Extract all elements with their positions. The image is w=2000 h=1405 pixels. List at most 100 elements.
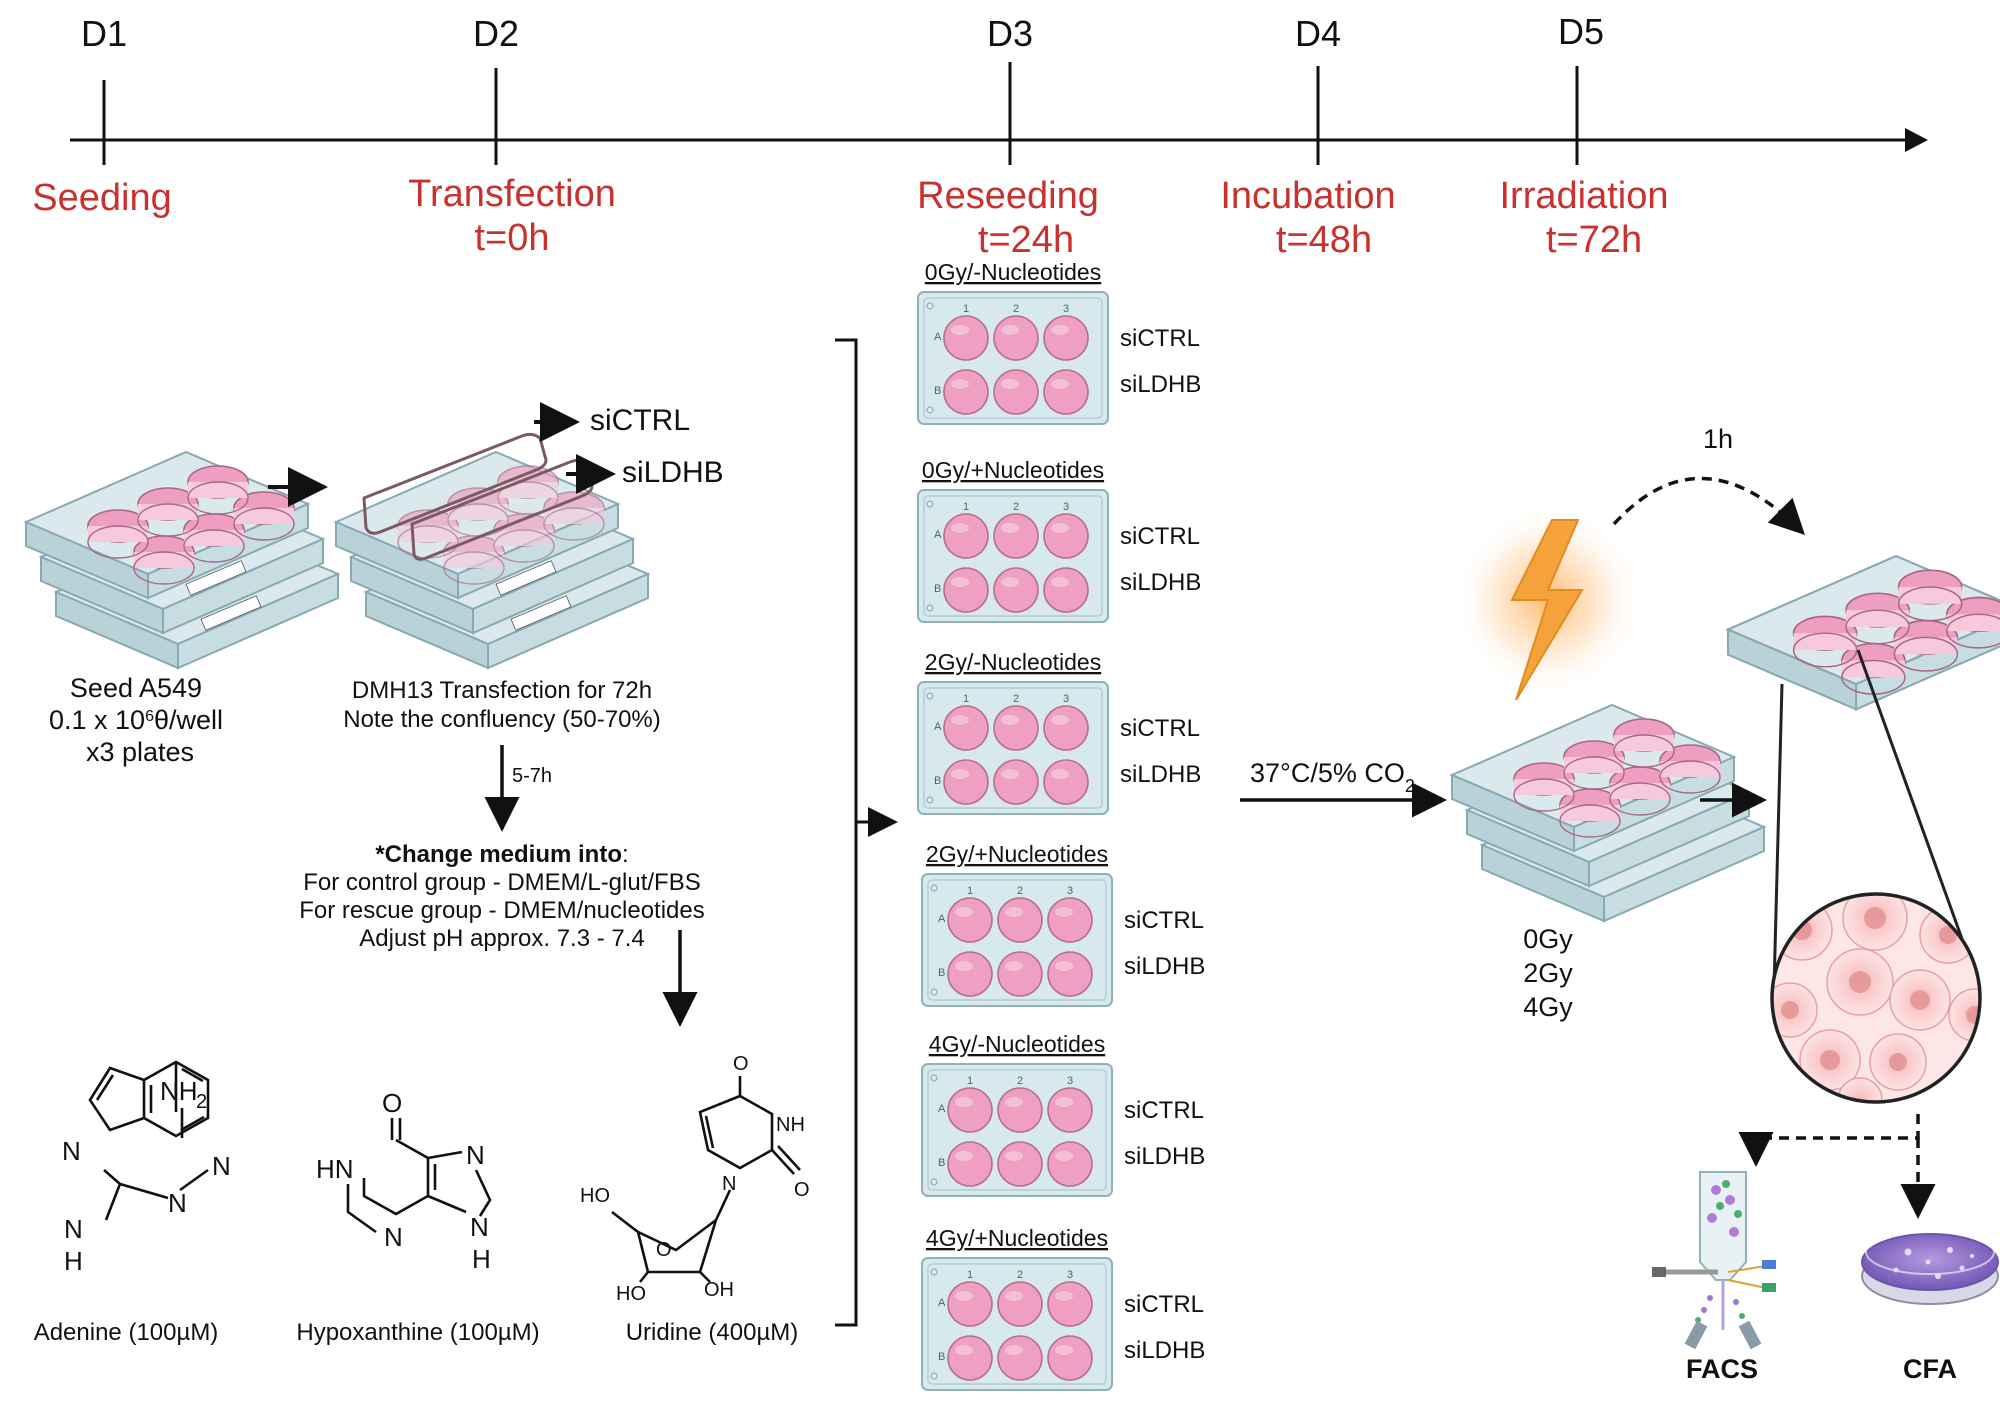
timeline-day-3: D3 Reseeding t=24h: [917, 13, 1099, 261]
plate-row-label-ctrl: siCTRL: [1124, 1097, 1204, 1124]
plate-column-label: 2: [1013, 693, 1019, 705]
plate-column-label: 3: [1063, 501, 1069, 513]
irradiated-plate: [1726, 554, 2000, 711]
timeline-day-5: D5 Irradiation t=72h: [1500, 11, 1669, 261]
medium-change-text: *Change medium into: For control group -…: [299, 841, 705, 952]
chem-label: NH: [776, 1114, 805, 1136]
plate-barcode-icon: [495, 560, 572, 631]
plate-row-label-ctrl: siCTRL: [1120, 715, 1200, 742]
plate-column-label: 3: [1063, 693, 1069, 705]
plate-row-letter: B: [934, 775, 941, 787]
plate-column-label: 1: [963, 693, 969, 705]
plate-row-label-ctrl: siCTRL: [1124, 1291, 1204, 1318]
plate-row-letter: A: [938, 913, 946, 925]
dose-label: 0Gy: [1523, 924, 1573, 954]
lightning-bolt-icon: [1453, 505, 1643, 701]
plate-column-label: 1: [963, 303, 969, 315]
chem-label: N: [212, 1151, 231, 1181]
plate-column-label: 3: [1067, 1269, 1073, 1281]
uridine-structure: O NH O N O HO HO OH: [580, 1053, 810, 1305]
plate-row-letter: B: [934, 583, 941, 595]
stage-label: Seeding: [32, 177, 171, 219]
plate-condition-label: 2Gy/-Nucleotides: [925, 649, 1101, 675]
seeding-line-3: x3 plates: [86, 737, 194, 767]
plate-row-label-ctrl: siCTRL: [1124, 907, 1204, 934]
distribution-bracket: [835, 338, 898, 1327]
cfa-label: CFA: [1903, 1354, 1957, 1384]
seeding-plate-stack: [25, 451, 339, 669]
stage-label: Incubation: [1220, 175, 1395, 217]
plate-column-label: 1: [967, 885, 973, 897]
plate-condition-label: 0Gy/+Nucleotides: [922, 457, 1104, 483]
chem-label: N: [384, 1222, 403, 1252]
chem-label: OH: [704, 1279, 734, 1301]
medium-title: *Change medium into:: [375, 841, 628, 868]
transfection-delay: 5-7h: [512, 765, 552, 787]
dose-label: 2Gy: [1523, 958, 1573, 988]
plate-column-label: 2: [1017, 885, 1023, 897]
transfection-ldhb-label: siLDHB: [622, 456, 724, 489]
transfection-ctrl-label: siCTRL: [590, 404, 690, 437]
stage-time: t=72h: [1546, 219, 1642, 261]
stage-label: Transfection: [408, 173, 616, 215]
facs-label: FACS: [1686, 1354, 1758, 1384]
stage-label: Irradiation: [1500, 175, 1669, 217]
plate-condition-label: 4Gy/+Nucleotides: [926, 1225, 1108, 1251]
uridine-label: Uridine (400µM): [626, 1319, 799, 1346]
hypoxanthine-structure: O HN N N N H: [316, 1088, 492, 1274]
chem-label: H: [64, 1246, 83, 1276]
plate-barcode-icon: [185, 560, 262, 631]
medium-control: For control group - DMEM/L-glut/FBS: [303, 869, 700, 896]
plate-row-letter: B: [934, 385, 941, 397]
timeline-day-4: D4 Incubation t=48h: [1220, 13, 1395, 261]
chem-label: O: [733, 1053, 749, 1075]
adenine-label: Adenine (100µM): [34, 1319, 219, 1346]
plate-column-label: 2: [1013, 303, 1019, 315]
day-label: D3: [987, 13, 1033, 54]
plate-row-letter: B: [938, 1351, 945, 1363]
plate-row-label-ldhb: siLDHB: [1124, 1143, 1205, 1170]
plate-row-label-ldhb: siLDHB: [1120, 371, 1201, 398]
plate-condition-label: 2Gy/+Nucleotides: [926, 841, 1108, 867]
dashed-arrow-facs: [1738, 1114, 1920, 1167]
plate-row-label-ldhb: siLDHB: [1124, 1337, 1205, 1364]
plate-row-letter: A: [938, 1103, 946, 1115]
plate-column-label: 3: [1067, 1075, 1073, 1087]
chem-label: N: [64, 1214, 83, 1244]
medium-ph: Adjust pH approx. 7.3 - 7.4: [359, 925, 645, 952]
dose-list: 0Gy 2Gy 4Gy: [1523, 924, 1573, 1022]
day-label: D1: [81, 13, 127, 54]
stage-label: Reseeding: [917, 175, 1099, 217]
stage-time: t=48h: [1276, 219, 1372, 261]
plate-column-label: 1: [967, 1075, 973, 1087]
dashed-arrow-1h: [1612, 476, 1805, 535]
plate-row-label-ldhb: siLDHB: [1124, 953, 1205, 980]
plate-column-label: 3: [1067, 885, 1073, 897]
hypoxanthine-label: Hypoxanthine (100µM): [296, 1319, 539, 1346]
chem-label: N: [722, 1173, 736, 1195]
plate-condition-label: 0Gy/-Nucleotides: [925, 259, 1101, 285]
cell-zoom-circle: [1770, 892, 1982, 1104]
plate-condition-label: 4Gy/-Nucleotides: [929, 1031, 1105, 1057]
chem-label: 2: [196, 1091, 207, 1113]
chem-label: HO: [580, 1185, 610, 1207]
transfection-line-1: DMH13 Transfection for 72h: [352, 677, 652, 704]
transfection-plate-stack: [335, 432, 649, 669]
plate-column-label: 1: [967, 1269, 973, 1281]
chem-label: N: [62, 1136, 81, 1166]
adenine-structure: NH 2 N N N N H: [62, 1060, 231, 1276]
day-label: D4: [1295, 13, 1341, 54]
day-label: D2: [473, 13, 519, 54]
plate-column-label: 3: [1063, 303, 1069, 315]
plate-column-label: 1: [963, 501, 969, 513]
timeline-arrowhead: [1905, 128, 1928, 152]
day-label: D5: [1558, 11, 1604, 52]
